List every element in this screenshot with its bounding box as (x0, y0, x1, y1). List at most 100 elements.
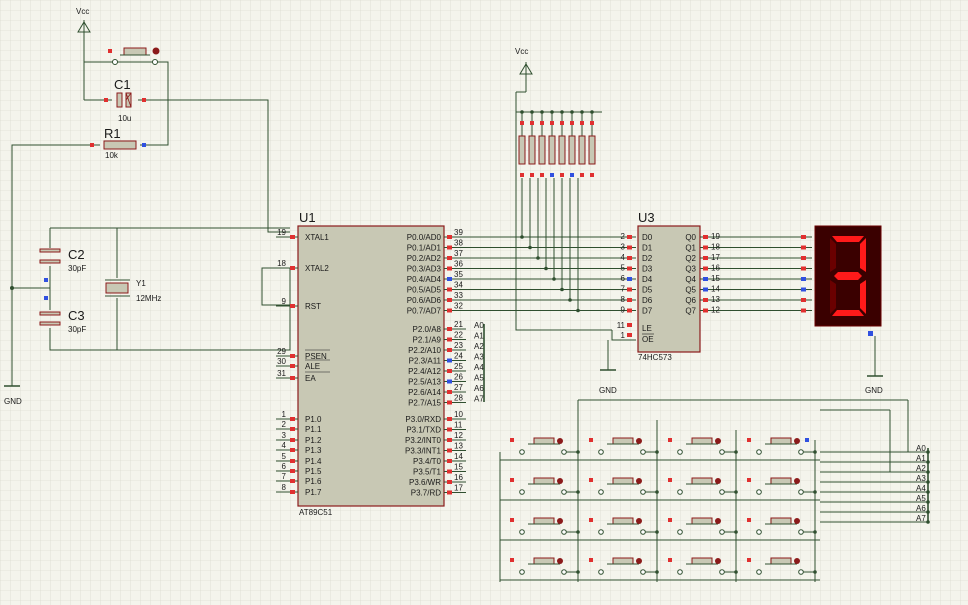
key-contact (798, 489, 804, 495)
u3-pin-name: D3 (642, 265, 653, 274)
keypad-bus-label: A4 (916, 484, 926, 493)
crystal-y1[interactable]: Y1 12MHz (105, 279, 161, 303)
u1-pin-number: 29 (277, 347, 286, 356)
key-contact (798, 449, 804, 455)
reset-switch[interactable] (108, 47, 160, 65)
key-knob (636, 478, 642, 484)
u1-pin-marker (447, 358, 452, 363)
r1-value: 10k (105, 151, 119, 160)
key-cap (533, 557, 555, 565)
key-pin (589, 478, 593, 482)
key-knob (557, 518, 563, 524)
u3-pin-name: Q5 (685, 286, 696, 295)
display-pin-marker (801, 287, 806, 292)
u1-pin-number: 35 (454, 270, 463, 279)
u1-pin-number: 27 (454, 383, 463, 392)
u1-pin-marker (447, 245, 452, 250)
key-pin (747, 518, 751, 522)
display-pin-marker (801, 256, 806, 260)
key-contact (598, 569, 604, 575)
u1-pin-name: P1.6 (305, 477, 322, 486)
u1-pin-number: 5 (282, 452, 287, 461)
u1-pin-name: RST (305, 302, 321, 311)
resnet-pin (520, 173, 524, 177)
u3-pin-name: LE (642, 324, 652, 333)
u1-pin-number: 22 (454, 331, 463, 340)
key-pin (510, 518, 514, 522)
seven-segment-display[interactable] (814, 225, 882, 336)
u1-pin-name: P0.5/AD5 (407, 286, 442, 295)
vcc-right-symbol (515, 62, 612, 331)
u3-pin-name: D4 (642, 275, 653, 284)
segment-e (830, 280, 836, 314)
segment-a (832, 236, 864, 242)
key-contact (677, 569, 683, 575)
keypad-bus-label: A6 (916, 504, 926, 513)
u1-pin-number: 14 (454, 452, 463, 461)
key-contact (798, 529, 804, 535)
u1-pin-number: 31 (277, 369, 286, 378)
key-pin (510, 438, 514, 442)
c2-value: 30pF (68, 264, 86, 273)
u3-pin-number: 3 (621, 243, 626, 252)
resnet-element (568, 135, 576, 165)
c1-ref: C1 (114, 77, 131, 92)
u3-pin-number: 14 (711, 285, 720, 294)
key-pin (668, 478, 672, 482)
key-cap (691, 517, 713, 525)
u1-pin-number: 11 (454, 421, 463, 430)
u1-pin-marker (290, 490, 295, 494)
resnet-pin (550, 173, 554, 177)
segment-g (834, 272, 862, 280)
u3-pin-name: Q3 (685, 265, 696, 274)
pullup-resistor-network[interactable] (516, 110, 602, 177)
u1-pin-number: 2 (282, 420, 287, 429)
u1-pin-marker (447, 417, 452, 421)
capacitor-c2[interactable]: C2 30pF (39, 247, 86, 273)
key-contact (561, 489, 567, 495)
keypad-matrix (499, 399, 908, 582)
u1-pin-number: 39 (454, 228, 463, 237)
u1-pin-name: P1.5 (305, 467, 322, 476)
u1-pin-name: P3.2/INT0 (405, 436, 442, 445)
u1-bus-label: A0 (474, 321, 484, 330)
u1-chip[interactable]: U1 AT89C51 (297, 210, 445, 517)
u3-pin-name: D0 (642, 233, 653, 242)
u3-pin-marker (703, 256, 708, 260)
u3-pin-number: 5 (621, 264, 626, 273)
c3-ref: C3 (68, 308, 85, 323)
u3-pin-marker (627, 266, 632, 271)
u1-pin-name: P2.1/A9 (413, 336, 442, 345)
key-contact (640, 449, 646, 455)
key-cap (612, 477, 634, 485)
resistor-r1[interactable]: R1 10k (90, 126, 146, 160)
key-knob (794, 478, 800, 484)
capacitor-c1[interactable]: C1 10u (104, 77, 146, 123)
u3-chip[interactable]: U3 74HC573 (637, 210, 701, 362)
u3-latch-wires (600, 330, 636, 371)
key-contact (519, 489, 525, 495)
junction (528, 245, 532, 250)
u3-pin-number: 16 (711, 264, 720, 273)
u3-pin-number: 11 (617, 321, 626, 330)
segment-group (830, 236, 866, 316)
resnet-element (548, 135, 556, 165)
u1-pin-number: 26 (454, 373, 463, 382)
u1-pin-name: P1.0 (305, 415, 322, 424)
segment-d (832, 310, 864, 316)
junction (926, 490, 930, 494)
u1-pin-marker (447, 448, 452, 453)
capacitor-c3[interactable]: C3 30pF (39, 308, 86, 334)
key-cap (691, 557, 713, 565)
u1-pin-marker (447, 298, 452, 302)
u1-pin-number: 1 (282, 410, 287, 419)
u1-pin-marker (447, 327, 452, 331)
key-cap (770, 517, 792, 525)
u1-pin-number: 18 (277, 259, 286, 268)
u3-pin-number: 4 (621, 253, 626, 262)
u1-pin-marker (447, 427, 452, 432)
u3-pin-number: 18 (711, 243, 720, 252)
u1-bus-label: A3 (474, 353, 484, 362)
